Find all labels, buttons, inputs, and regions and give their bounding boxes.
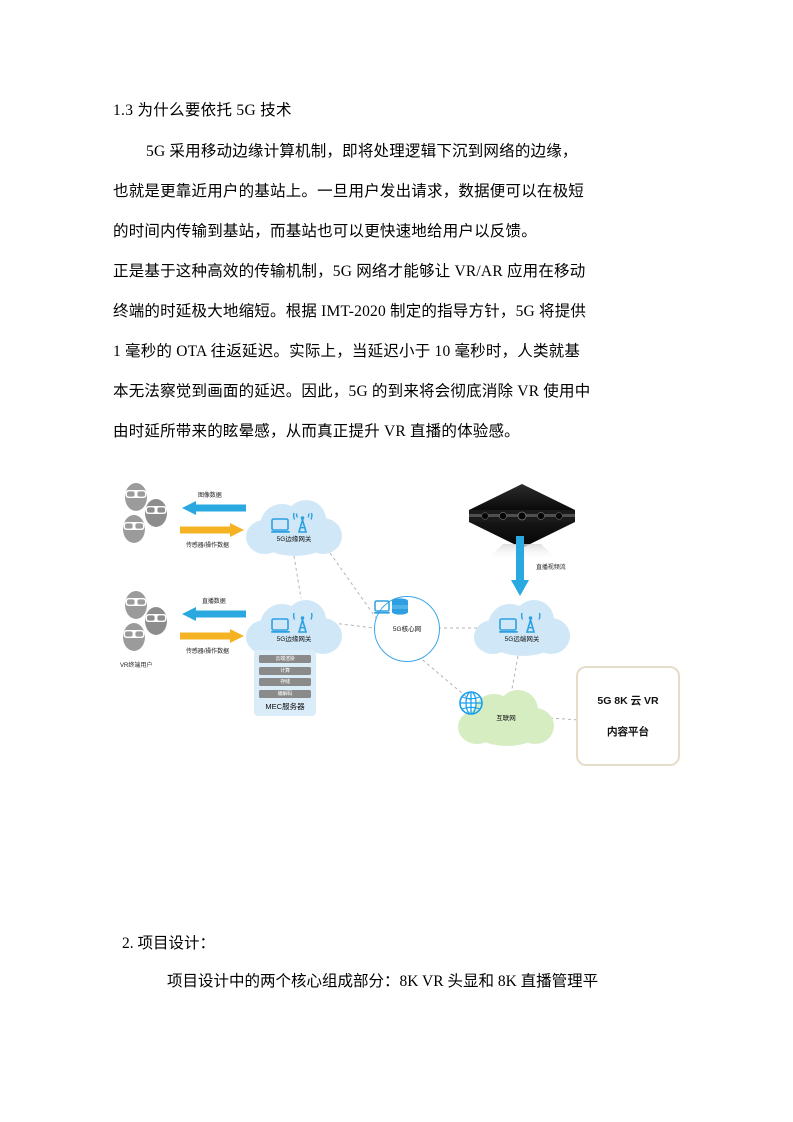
content-platform-box[interactable]: 5G 8K 云 VR 内容平台 [576, 666, 680, 766]
section-2: 2. 项目设计： 项目设计中的两个核心组成部分：8K VR 头显和 8K 直播管… [122, 925, 684, 1001]
vr-user-group-label: VR终端用户 [120, 663, 153, 669]
paragraph-line: 5G 采用移动边缘计算机制，即将处理逻辑下沉到网络的边缘， [146, 143, 578, 160]
section2-heading: 2. 项目设计： [122, 935, 216, 952]
section-heading: 1.3 为什么要依托 5G 技术 [113, 102, 292, 119]
laptop-antenna-icon [271, 612, 317, 635]
platform-title-line2: 内容平台 [607, 726, 649, 738]
downlink-label-bottom: 直播数据 [202, 599, 226, 605]
vr-headset-avatar-icon [142, 498, 170, 528]
vr-headset-avatar-icon [122, 590, 150, 620]
paragraph-line: 也就是更靠近用户的基站上。一旦用户发出请求，数据便可以在极短 [113, 183, 585, 200]
node-label-gateway-bottom: 5G边缘网关 [276, 635, 312, 643]
node-label-core-network: 5G核心网 [392, 625, 422, 633]
platform-title-line1: 5G 8K 云 VR [597, 695, 659, 707]
mec-capability-bar: 云端渲染 [259, 655, 311, 663]
vr-user-group-bottom [120, 590, 196, 670]
network-architecture-diagram: 图像数据 传感器/操作数据 [118, 478, 690, 778]
paragraph-line: 正是基于这种高效的传输机制，5G 网络才能够让 VR/AR 应用在移动 [113, 263, 586, 280]
node-gateway-right[interactable]: 5G远端网关 [474, 600, 570, 656]
mec-capability-bar: 存储 [259, 678, 311, 686]
text-content: 1.3 为什么要依托 5G 技术 5G 采用移动边缘计算机制，即将处理逻辑下沉到… [113, 96, 681, 452]
paragraph-line: 的时间内传输到基站，而基站也可以更快速地给用户以反馈。 [113, 223, 537, 240]
node-label-gateway-top: 5G边缘网关 [276, 535, 312, 543]
uplink-label-bottom: 传感器/操作数据 [186, 649, 229, 655]
node-gateway-bottom[interactable]: 5G边缘网关 [246, 600, 342, 656]
live-stream-label: 直播视频流 [536, 565, 566, 571]
mec-capability-bar: 计算 [259, 666, 311, 675]
vr-headset-avatar-icon [142, 606, 170, 636]
paragraph-line: 终端的时延极大地缩短。根据 IMT-2020 制定的指导方针，5G 将提供 [113, 303, 587, 320]
cloud-shape [474, 714, 540, 746]
node-label-internet: 互联网 [496, 714, 516, 722]
node-core-network[interactable]: 5G核心网 [374, 596, 440, 662]
vr-user-group-top [120, 482, 196, 562]
laptop-antenna-icon [271, 512, 317, 535]
mec-capability-bar: 编解码 [259, 689, 311, 698]
mec-server-label: MEC服务器 [265, 702, 305, 711]
laptop-antenna-icon [499, 612, 545, 635]
paragraph-line: 1 毫秒的 OTA 往返延迟。实际上，当延迟小于 10 毫秒时，人类就基 [113, 343, 581, 360]
paragraph-line: 本无法察觉到画面的延迟。因此，5G 的到来将会彻底消除 VR 使用中 [113, 383, 591, 400]
node-internet[interactable]: 互联网 [458, 690, 554, 746]
section2-paragraph: 项目设计中的两个核心组成部分：8K VR 头显和 8K 直播管理平 [167, 973, 599, 990]
vr-headset-avatar-icon [120, 514, 148, 544]
vr-headset-avatar-icon [122, 482, 150, 512]
uplink-label-top: 传感器/操作数据 [186, 543, 229, 549]
node-gateway-top[interactable]: 5G边缘网关 [246, 500, 342, 556]
body-paragraph: 5G 采用移动边缘计算机制，即将处理逻辑下沉到网络的边缘， 也就是更靠近用户的基… [113, 132, 681, 452]
downlink-label-top: 图像数据 [198, 493, 222, 499]
vr-headset-avatar-icon [120, 622, 148, 652]
mec-server-panel[interactable]: 云端渲染 计算 存储 编解码 MEC服务器 [254, 650, 316, 716]
node-label-gateway-right: 5G远端网关 [504, 635, 540, 643]
paragraph-line: 由时延所带来的眩晕感，从而真正提升 VR 直播的体验感。 [113, 423, 520, 440]
